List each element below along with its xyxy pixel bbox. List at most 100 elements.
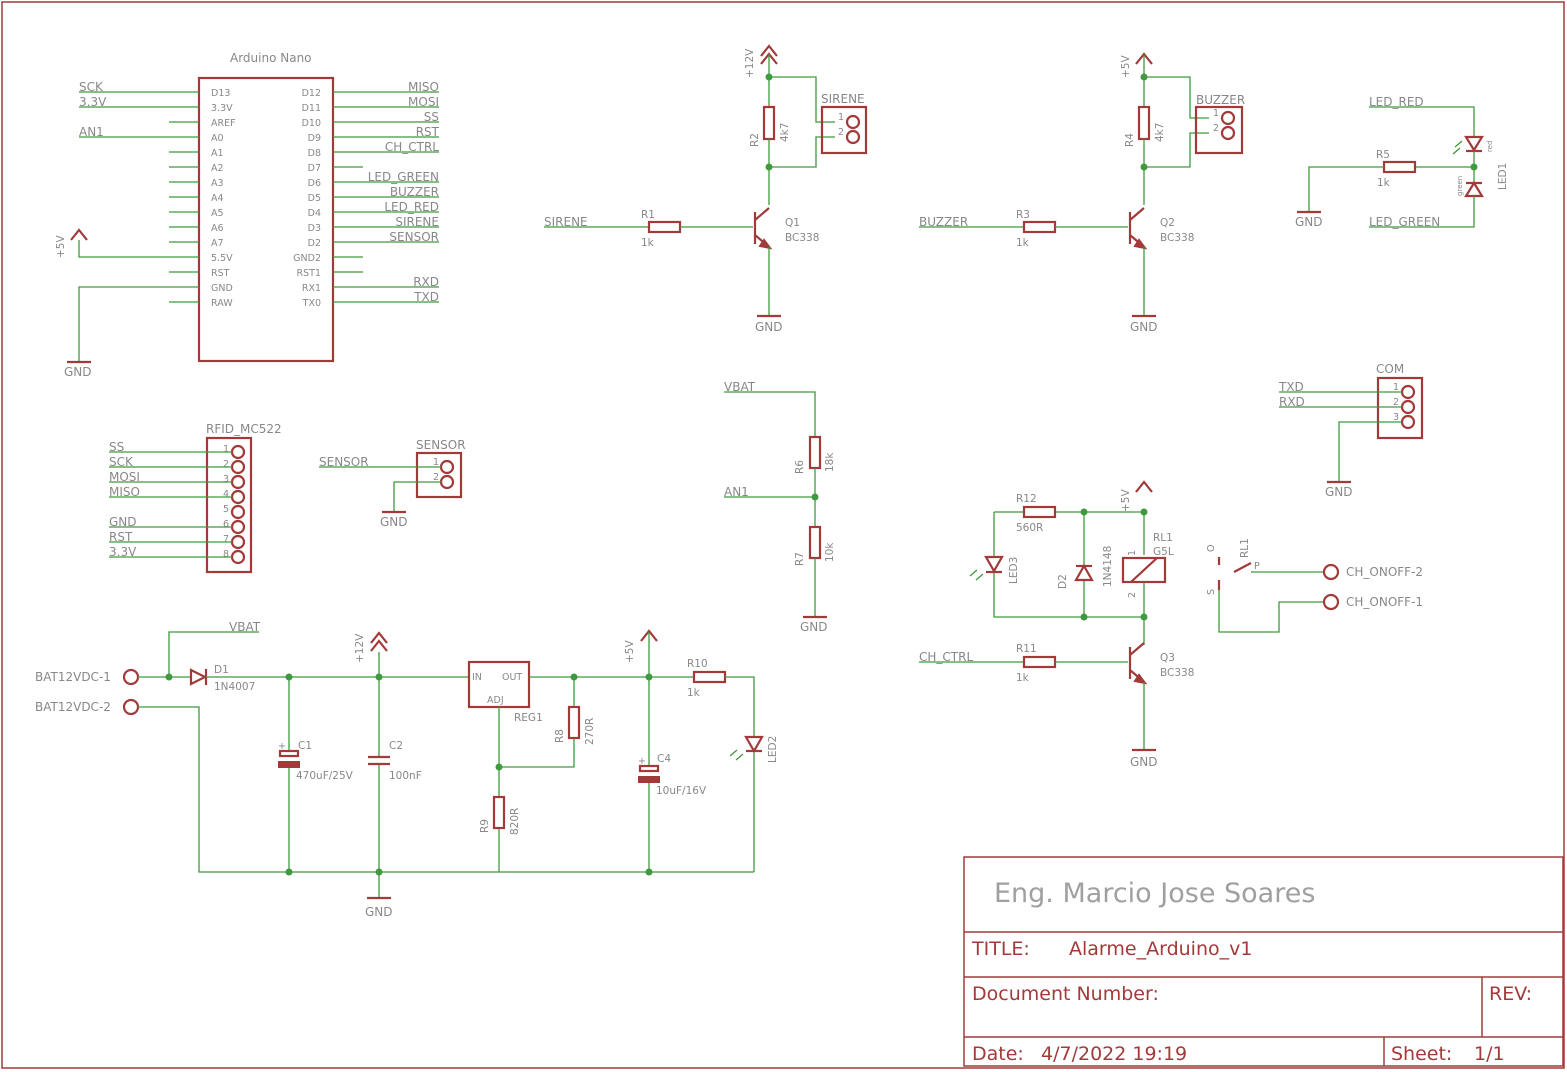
pin-number: 1 bbox=[1213, 108, 1219, 119]
pin-label: D13 bbox=[211, 88, 230, 99]
net-label: SCK bbox=[79, 80, 104, 94]
title-value: Alarme_Arduino_v1 bbox=[1069, 938, 1252, 960]
pin-label: D11 bbox=[302, 103, 321, 114]
part-value: 1k bbox=[687, 687, 701, 699]
net-label: MISO bbox=[408, 80, 439, 94]
pin-label: ADJ bbox=[487, 695, 504, 706]
net-label: LED_GREEN bbox=[368, 170, 439, 184]
arduino-left-pins: D13SCK3.3V3.3VAREFA0AN1A1A2A3A4A5A6A75.5… bbox=[79, 80, 236, 309]
pin-number: 3 bbox=[1393, 412, 1399, 423]
pin-number: 7 bbox=[223, 534, 229, 545]
supply-label: +12V bbox=[744, 48, 756, 78]
polarity-mark: + bbox=[278, 741, 286, 752]
part-name: R6 bbox=[794, 460, 806, 474]
pin-label: A3 bbox=[211, 178, 224, 189]
part-value: 10uF/16V bbox=[656, 785, 707, 797]
net-label: MISO bbox=[109, 485, 140, 499]
part-name: SIRENE bbox=[821, 92, 865, 106]
part-name: C1 bbox=[298, 740, 312, 752]
pin-label: A1 bbox=[211, 148, 224, 159]
relay-driver: +5V R12 560R LED3 D2 1N4148 1 2 RL1 G5L … bbox=[919, 480, 1423, 769]
net-label: SENSOR bbox=[319, 455, 369, 469]
sheet-value: 1/1 bbox=[1474, 1043, 1505, 1065]
sheet-label: Sheet: bbox=[1391, 1043, 1452, 1065]
pin-pad bbox=[230, 534, 246, 550]
part-name: R4 bbox=[1124, 133, 1136, 147]
author-name: Eng. Marcio Jose Soares bbox=[994, 878, 1315, 909]
net-label: GND bbox=[109, 515, 137, 529]
pin-pad bbox=[230, 444, 246, 460]
pin-pad bbox=[230, 549, 246, 565]
part-name: REG1 bbox=[514, 712, 543, 724]
pin-label: IN bbox=[472, 672, 482, 683]
net-label: SIRENE bbox=[395, 215, 439, 229]
supply-label: +5V bbox=[55, 235, 67, 258]
part-value: G5L bbox=[1153, 546, 1174, 558]
pin-label: RAW bbox=[211, 298, 233, 309]
net-label: SIRENE bbox=[544, 215, 588, 229]
pin-label: A0 bbox=[211, 133, 224, 144]
title-label: TITLE: bbox=[971, 938, 1030, 960]
part-value: 470uF/25V bbox=[296, 770, 354, 782]
net-label: SS bbox=[424, 110, 439, 124]
date-label: Date: bbox=[972, 1043, 1024, 1065]
net-label: RST bbox=[109, 530, 133, 544]
supply-label: +12V bbox=[354, 633, 366, 663]
polarity-mark: + bbox=[638, 756, 646, 767]
gnd-label: GND bbox=[800, 620, 828, 634]
part-value: 18k bbox=[824, 452, 836, 472]
part-name: RL1 bbox=[1239, 538, 1251, 558]
terminal-bat-1 bbox=[122, 668, 140, 686]
title-block: Eng. Marcio Jose Soares TITLE: Alarme_Ar… bbox=[963, 856, 1564, 1067]
pin-label: A5 bbox=[211, 208, 224, 219]
com-connector: COM 1 2 3 TXD RXD GND bbox=[1278, 362, 1424, 499]
part-value: 820R bbox=[509, 808, 521, 835]
pin-label: A7 bbox=[211, 238, 224, 249]
terminal-ch-onoff-1 bbox=[1322, 593, 1340, 611]
part-name: R2 bbox=[749, 133, 761, 147]
pin-number: 2 bbox=[223, 459, 229, 470]
net-label: LED_GREEN bbox=[1369, 215, 1440, 229]
net-label: RXD bbox=[413, 275, 439, 289]
terminal-label: BAT12VDC-1 bbox=[35, 670, 111, 684]
terminal-label: BAT12VDC-2 bbox=[35, 700, 111, 714]
led1-bicolor: LED_RED LED_GREEN R5 1k GND red green LE… bbox=[1295, 95, 1509, 229]
part-name: R11 bbox=[1016, 643, 1037, 655]
pin-label: D6 bbox=[308, 178, 321, 189]
pin-number: S bbox=[1206, 589, 1217, 595]
sensor-conn-name: SENSOR bbox=[416, 438, 466, 452]
part-value: red bbox=[1486, 141, 1494, 152]
rfid-name: RFID_MC522 bbox=[206, 422, 282, 436]
pin-number: 6 bbox=[223, 519, 229, 530]
pin-label: RST bbox=[211, 268, 230, 279]
docnum-label: Document Number: bbox=[972, 983, 1159, 1005]
part-value: 270R bbox=[584, 718, 596, 745]
part-value: 4k7 bbox=[1154, 123, 1166, 142]
net-label: BUZZER bbox=[919, 215, 968, 229]
net-label: VBAT bbox=[724, 380, 756, 394]
part-value: green bbox=[1456, 176, 1464, 196]
net-label: AN1 bbox=[79, 125, 104, 139]
part-name: R10 bbox=[687, 658, 708, 670]
part-name: Q1 bbox=[785, 217, 800, 229]
net-label: RST bbox=[416, 125, 440, 139]
supply-label: +5V bbox=[1120, 55, 1132, 78]
net-label: CH_CTRL bbox=[919, 650, 973, 664]
gnd-label: GND bbox=[1130, 755, 1158, 769]
pin-label: D3 bbox=[308, 223, 321, 234]
pin-label: RST1 bbox=[297, 268, 321, 279]
part-name: LED1 bbox=[1497, 163, 1509, 190]
net-label: TXD bbox=[413, 290, 439, 304]
part-name: D1 bbox=[214, 664, 229, 676]
pin-number: 1 bbox=[1127, 550, 1138, 556]
pin-number: 3 bbox=[223, 474, 229, 485]
part-value: BC338 bbox=[1160, 232, 1194, 244]
terminal-label: CH_ONOFF-2 bbox=[1346, 565, 1423, 579]
pin-label: D5 bbox=[308, 193, 321, 204]
pin-number: 1 bbox=[838, 112, 844, 123]
part-name: R1 bbox=[641, 209, 655, 221]
gnd-label: GND bbox=[64, 365, 92, 379]
arduino-nano: Arduino Nano D13SCK3.3V3.3VAREFA0AN1A1A2… bbox=[55, 51, 440, 379]
